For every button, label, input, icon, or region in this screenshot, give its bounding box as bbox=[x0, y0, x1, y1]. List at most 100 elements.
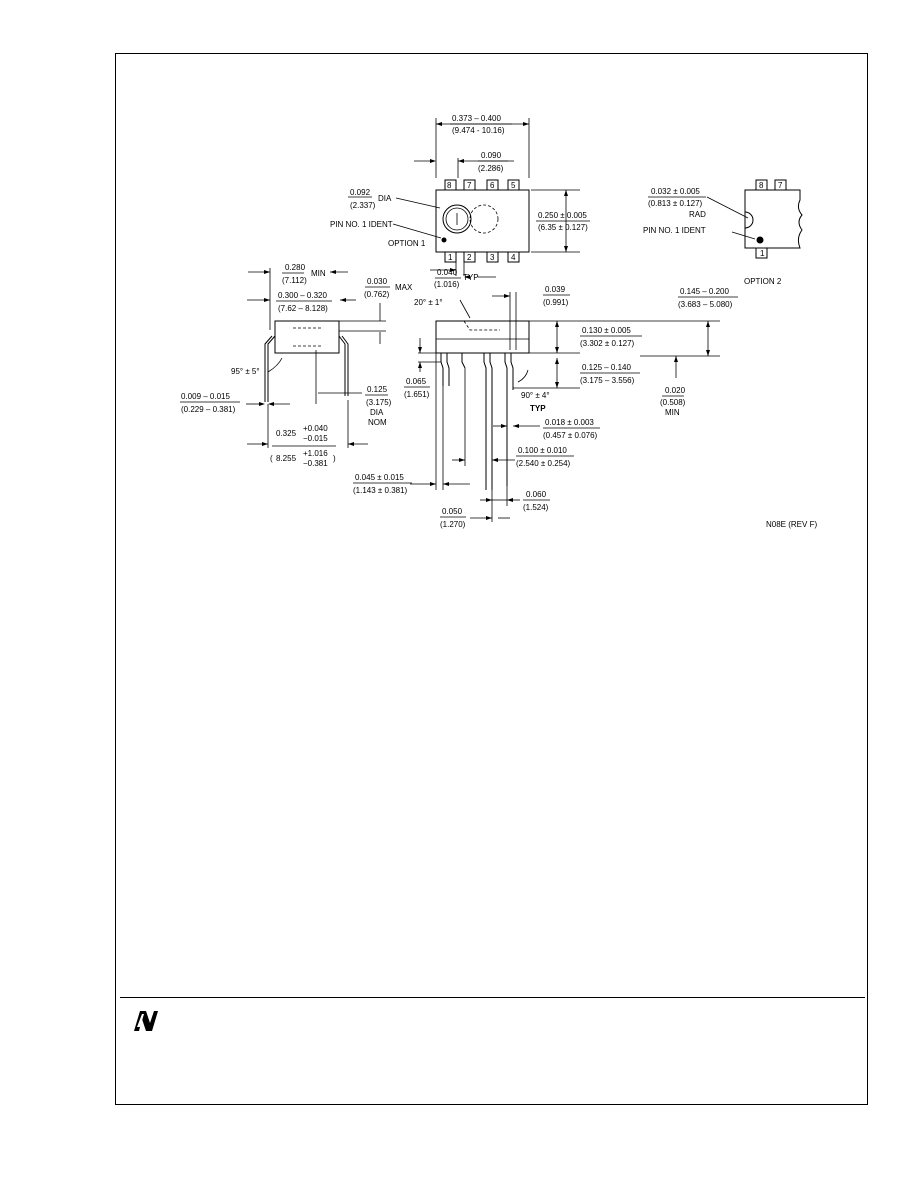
top-view: 8 7 6 5 1 2 3 4 0.373 – 0.400 (9.474 - 1… bbox=[330, 114, 590, 289]
min-width-mm: (7.112) bbox=[282, 276, 307, 285]
lead-len: 0.125 – 0.140 bbox=[582, 363, 631, 372]
spread: 0.325 bbox=[276, 429, 297, 438]
opt2-rad-mm: (0.813 ± 0.127) bbox=[648, 199, 703, 208]
dia-label: DIA bbox=[378, 194, 392, 203]
ns-logo-icon bbox=[134, 1011, 158, 1031]
footer-rule bbox=[120, 997, 865, 998]
pin1-ident-dot bbox=[441, 237, 447, 243]
spread-mm: 8.255 bbox=[276, 454, 297, 463]
pin-3 bbox=[486, 251, 499, 263]
rad-label: RAD bbox=[689, 210, 706, 219]
min-label: MIN bbox=[311, 269, 326, 278]
side-angle2: 90° ± 4° bbox=[521, 391, 550, 400]
pin-label: 8 bbox=[759, 181, 764, 190]
body-height: 0.130 ± 0.005 bbox=[582, 326, 631, 335]
dim-width-mm: (9.474 - 10.16) bbox=[452, 126, 505, 135]
dim-offset-mm: (2.286) bbox=[478, 164, 504, 173]
typ-label: TYP bbox=[463, 273, 479, 282]
opt2-pin-1 bbox=[755, 247, 768, 259]
lead-dia: 0.125 bbox=[367, 385, 388, 394]
pin-label: 6 bbox=[490, 181, 495, 190]
pin-label: 7 bbox=[467, 181, 472, 190]
option2-body bbox=[744, 189, 803, 249]
row-spacing-mm: (7.62 – 8.128) bbox=[278, 304, 328, 313]
side-view: 20° ± 1° 0.039 (0.991) 0.130 ± 0.005 (3.… bbox=[353, 285, 738, 529]
lead-thk-mm: (0.457 ± 0.076) bbox=[543, 431, 598, 440]
lead-width-mm: (0.991) bbox=[543, 298, 569, 307]
spread-plus: +0.040 bbox=[303, 424, 328, 433]
end-view: 0.280 (7.112) MIN 0.300 – 0.320 (7.62 – … bbox=[180, 263, 413, 468]
dim-dia-mm: (2.337) bbox=[350, 201, 376, 210]
dim-pitch: 0.040 bbox=[437, 268, 458, 277]
opt2-pin-7 bbox=[774, 179, 787, 191]
pin-5 bbox=[507, 179, 520, 191]
pitch: 0.100 ± 0.010 bbox=[518, 446, 567, 455]
min-seat: 0.020 bbox=[665, 386, 686, 395]
option2-label: OPTION 2 bbox=[744, 277, 782, 286]
pin-2 bbox=[463, 251, 476, 263]
row-spacing: 0.300 – 0.320 bbox=[278, 291, 327, 300]
opt2-pin-8 bbox=[755, 179, 768, 191]
lead-len-mm: (3.175 – 3.556) bbox=[580, 376, 635, 385]
pin-label: 7 bbox=[778, 181, 783, 190]
pin-8 bbox=[444, 179, 457, 191]
dim-offset: 0.090 bbox=[481, 151, 502, 160]
typ-label: TYP bbox=[530, 404, 546, 413]
half-pitch: 0.050 bbox=[442, 507, 463, 516]
pin1-ident-label: PIN NO. 1 IDENT bbox=[330, 220, 393, 229]
pin1-dimple bbox=[442, 204, 472, 234]
standoff-mm: (1.651) bbox=[404, 390, 430, 399]
shoulder: 0.045 ± 0.015 bbox=[355, 473, 404, 482]
half-pitch-mm: (1.270) bbox=[440, 520, 466, 529]
max-label: MAX bbox=[395, 283, 413, 292]
side-angle: 20° ± 1° bbox=[414, 298, 443, 307]
body-height-mm: (3.302 ± 0.127) bbox=[580, 339, 635, 348]
end-lead-mm: (1.524) bbox=[523, 503, 549, 512]
max-offset-mm: (0.762) bbox=[364, 290, 390, 299]
seat-height: 0.145 – 0.200 bbox=[680, 287, 729, 296]
lead-dia-mm: (3.175) bbox=[366, 398, 392, 407]
shoulder-mm: (1.143 ± 0.381) bbox=[353, 486, 408, 495]
option2-notch bbox=[744, 211, 754, 229]
opt2-ident-label: PIN NO. 1 IDENT bbox=[643, 226, 706, 235]
lead-thk: 0.009 – 0.015 bbox=[181, 392, 230, 401]
lead-width: 0.039 bbox=[545, 285, 566, 294]
pin-label: 3 bbox=[490, 253, 495, 262]
drawing-id: N08E (REV F) bbox=[766, 520, 817, 529]
opt2-rad: 0.032 ± 0.005 bbox=[651, 187, 700, 196]
min-label: MIN bbox=[665, 408, 680, 417]
end-view-body bbox=[274, 320, 340, 354]
pin-label: 1 bbox=[760, 249, 765, 258]
spread-mm-minus: −0.381 bbox=[303, 459, 328, 468]
pin-label: 8 bbox=[447, 181, 452, 190]
max-offset: 0.030 bbox=[367, 277, 388, 286]
option1-label: OPTION 1 bbox=[388, 239, 426, 248]
spread-mm-plus: +1.016 bbox=[303, 449, 328, 458]
seat-height-mm: (3.683 – 5.080) bbox=[678, 300, 733, 309]
nom-label: NOM bbox=[368, 418, 387, 427]
lead-thk-mm: (0.229 – 0.381) bbox=[181, 405, 236, 414]
pin-label: 5 bbox=[511, 181, 516, 190]
pin-1 bbox=[444, 251, 457, 263]
pitch-mm: (2.540 ± 0.254) bbox=[516, 459, 571, 468]
standoff: 0.065 bbox=[406, 377, 427, 386]
pin-label: 2 bbox=[467, 253, 472, 262]
pin-6 bbox=[486, 179, 499, 191]
svg-text:): ) bbox=[333, 454, 336, 463]
dia-label: DIA bbox=[370, 408, 384, 417]
pin-7 bbox=[463, 179, 476, 191]
pin-label: 1 bbox=[448, 253, 453, 262]
pin-label: 4 bbox=[511, 253, 516, 262]
dim-dia: 0.092 bbox=[350, 188, 371, 197]
dim-height-mm: (6.35 ± 0.127) bbox=[538, 223, 588, 232]
dim-height: 0.250 ± 0.005 bbox=[538, 211, 587, 220]
dim-pitch-mm: (1.016) bbox=[434, 280, 460, 289]
min-width: 0.280 bbox=[285, 263, 306, 272]
end-angle: 95° ± 5° bbox=[231, 367, 260, 376]
min-seat-mm: (0.508) bbox=[660, 398, 686, 407]
spread-minus: −0.015 bbox=[303, 434, 328, 443]
alt-dimple bbox=[469, 204, 499, 234]
top-view-body bbox=[435, 189, 530, 253]
page-frame bbox=[115, 53, 868, 1105]
pin-4 bbox=[507, 251, 520, 263]
